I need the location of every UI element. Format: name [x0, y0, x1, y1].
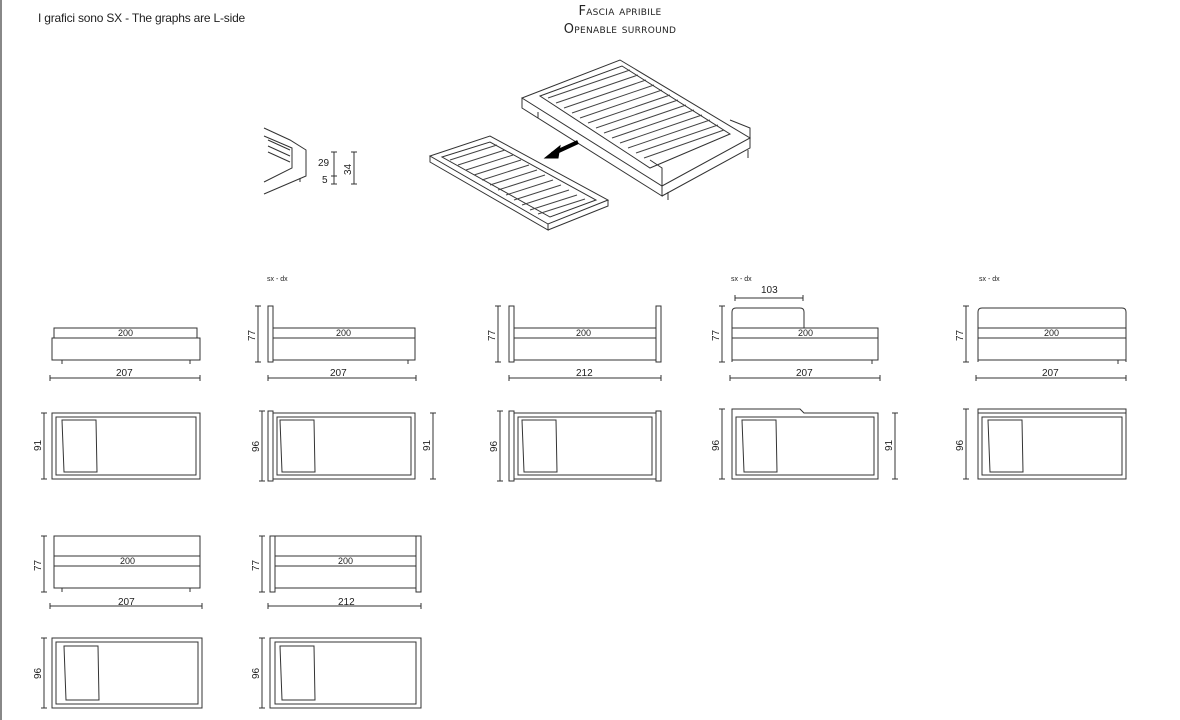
detail-section: 29 5 34 — [263, 127, 357, 195]
bed-6-front-view: 200 77 207 — [33, 535, 203, 609]
dim-77: 77 — [247, 329, 258, 341]
panel-slats — [449, 144, 586, 215]
bed-7-front-view: 200 77 212 — [251, 535, 422, 609]
dim-77: 77 — [251, 559, 262, 571]
bed-4-plan-view: 96 91 — [711, 408, 898, 480]
bed-3-front-view: 200 77 212 — [487, 305, 662, 381]
title-english: Openable surround — [563, 22, 677, 37]
dim-207: 207 — [118, 597, 135, 608]
dim-96: 96 — [711, 439, 722, 451]
dim-77: 77 — [487, 329, 498, 341]
dim-29: 29 — [318, 158, 330, 169]
dim-200: 200 — [336, 328, 351, 338]
dim-200: 200 — [338, 556, 353, 566]
dim-5: 5 — [322, 175, 328, 186]
sx-dx-label-1: sx - dx — [267, 276, 288, 283]
dim-207: 207 — [330, 368, 347, 379]
dim-200: 200 — [120, 556, 135, 566]
dim-96: 96 — [955, 439, 966, 451]
dim-200: 200 — [798, 328, 813, 338]
bed-7-plan-view: 96 — [251, 637, 422, 709]
sx-dx-label-2: sx - dx — [731, 276, 752, 283]
bed-4-front-view: 200 103 77 207 — [711, 285, 881, 381]
dim-77: 77 — [955, 329, 966, 341]
bed-5-plan-view: 96 — [955, 408, 1127, 480]
dim-207: 207 — [116, 368, 133, 379]
dim-91: 91 — [33, 439, 44, 451]
base-slats — [547, 69, 725, 159]
dim-96: 96 — [251, 440, 262, 452]
dim-207: 207 — [796, 368, 813, 379]
bed-2-plan-view: 96 91 — [251, 410, 436, 482]
graphs-side-note: I grafici sono SX - The graphs are L-sid… — [38, 11, 246, 25]
dim-200: 200 — [1044, 328, 1059, 338]
dim-200: 200 — [576, 328, 591, 338]
dim-96: 96 — [489, 440, 500, 452]
dim-212: 212 — [338, 597, 355, 608]
bed-3-plan-view: 96 — [489, 410, 662, 482]
dim-200: 200 — [118, 328, 133, 338]
bed-1-front-view: 200 207 — [49, 327, 201, 381]
bed-2-front-view: 200 77 207 — [247, 305, 417, 381]
dim-96: 96 — [251, 667, 262, 679]
dim-77: 77 — [711, 329, 722, 341]
dim-34: 34 — [343, 163, 354, 175]
bed-1-plan-view: 91 — [33, 412, 201, 480]
dim-91: 91 — [422, 439, 433, 451]
dim-77: 77 — [33, 559, 44, 571]
sx-dx-label-3: sx - dx — [979, 276, 1000, 283]
dim-103: 103 — [761, 285, 778, 296]
openable-bed-illustration — [428, 59, 752, 231]
page-left-border — [0, 0, 2, 720]
bed-6-plan-view: 96 — [33, 637, 203, 709]
dim-96: 96 — [33, 667, 44, 679]
bed-5-front-view: 200 77 207 — [955, 305, 1127, 381]
dim-212: 212 — [576, 368, 593, 379]
title-italian: Fascia apribile — [578, 4, 662, 19]
dim-207: 207 — [1042, 368, 1059, 379]
dim-91: 91 — [884, 439, 895, 451]
